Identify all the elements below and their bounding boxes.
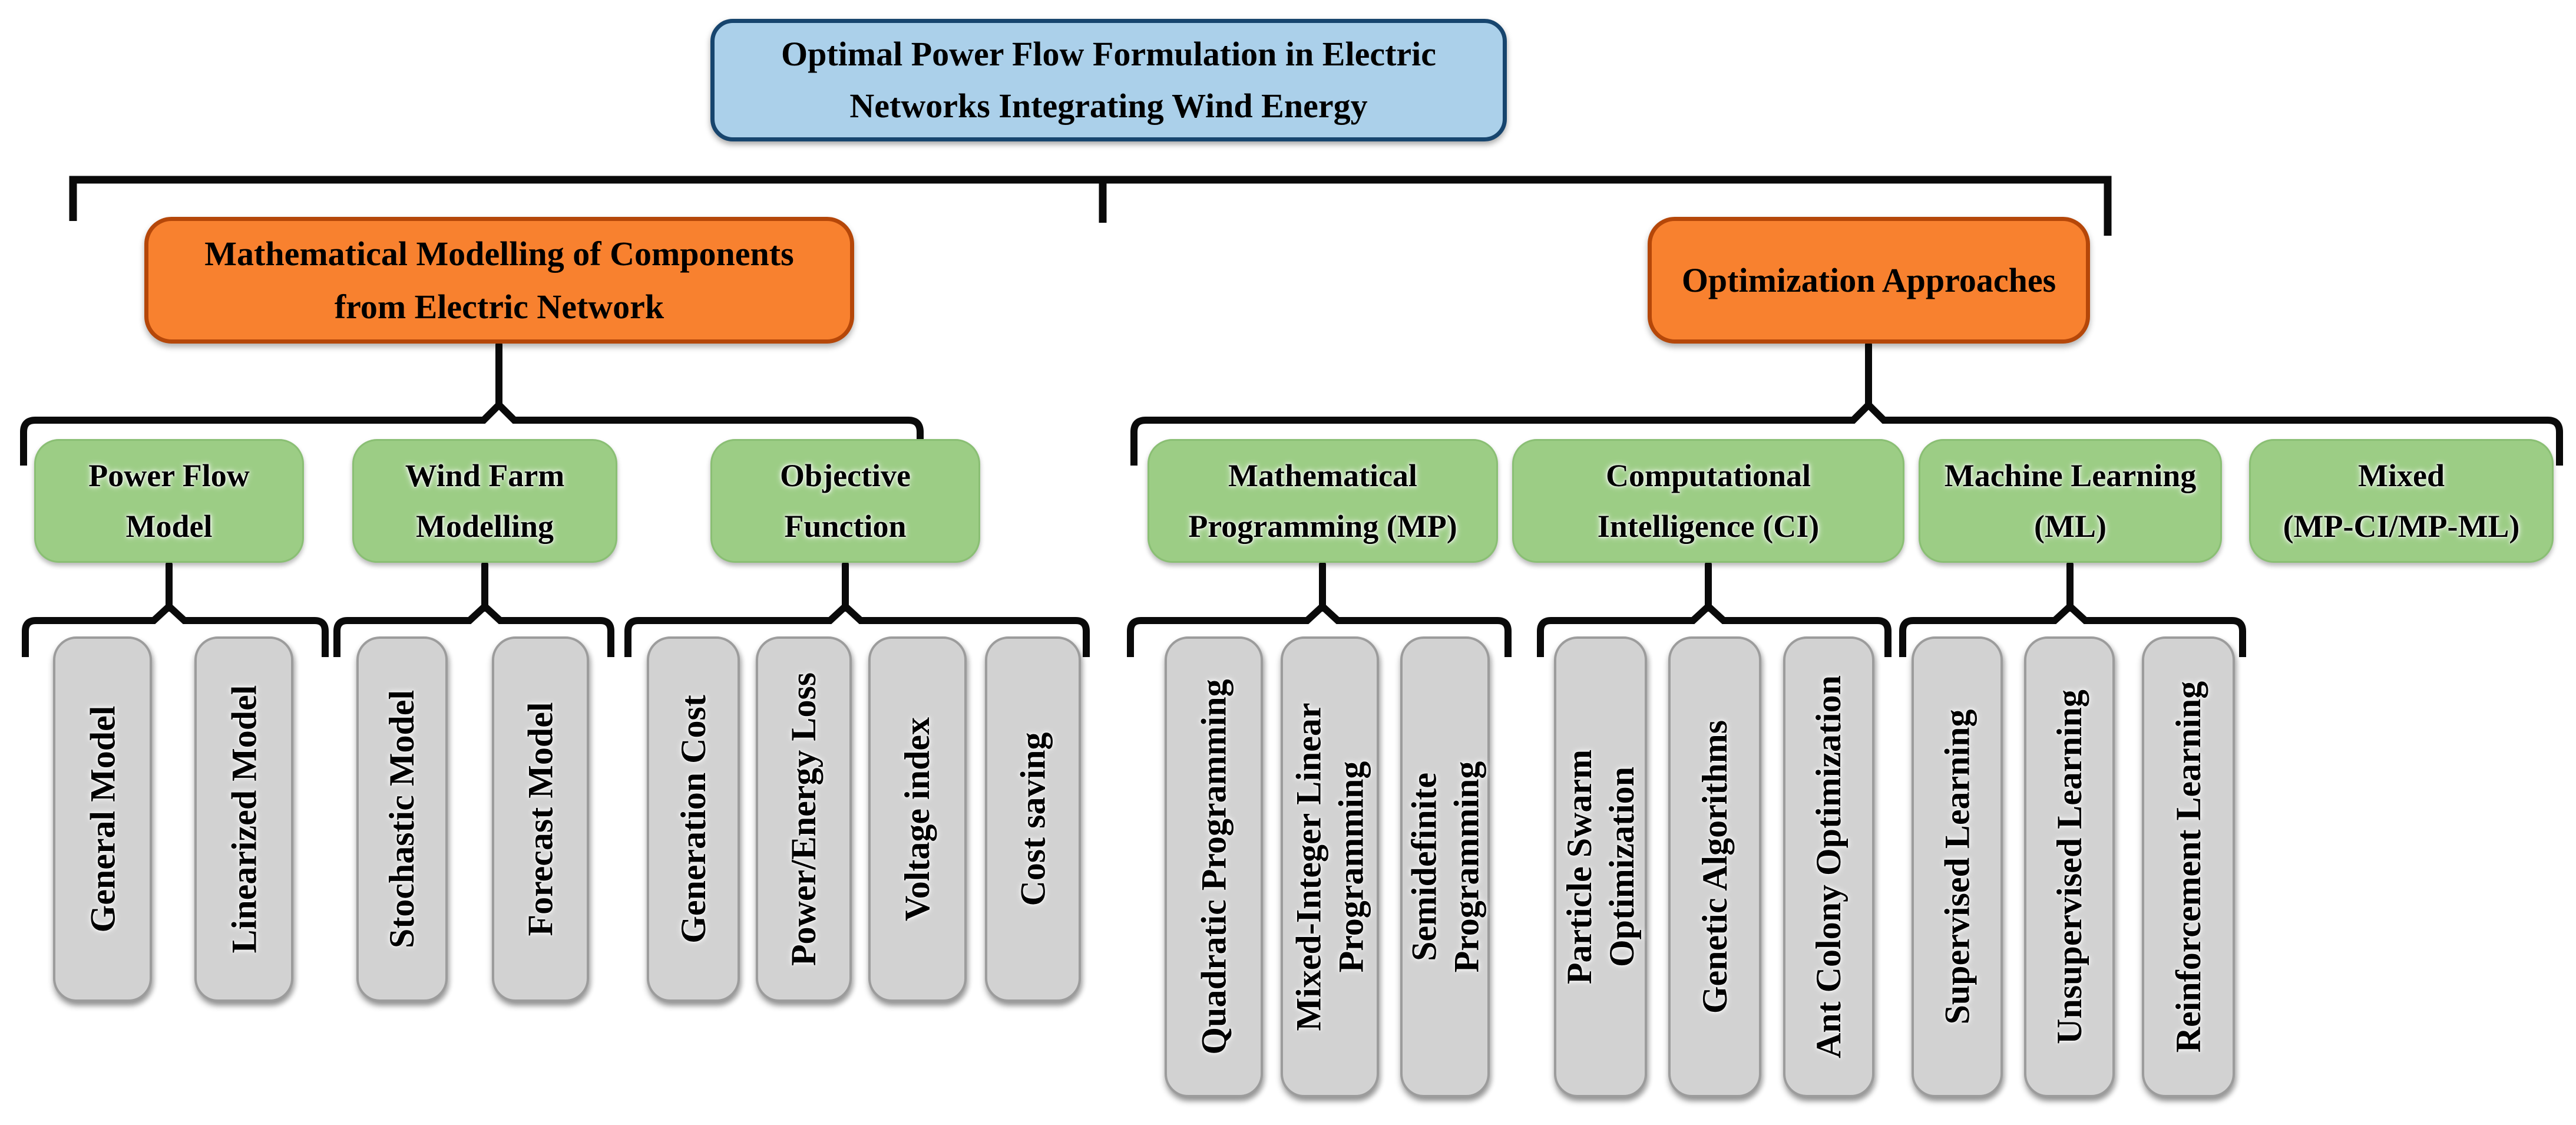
root-node: Optimal Power Flow Formulation in Electr… — [710, 19, 1507, 141]
leaf-label: Power/Energy Loss — [784, 672, 824, 966]
leaf-label: Linearized Model — [224, 685, 264, 954]
group-label-line: Model — [125, 509, 213, 544]
leaf-label: Ant Colony Optimization — [1809, 675, 1848, 1059]
group-label-line: Power Flow — [88, 458, 250, 493]
leaf-forecast-model: Forecast Model — [492, 636, 589, 1002]
leaf-label: Programming — [1331, 761, 1371, 973]
leaf-particle-swarm-optimization: Particle Swarm Optimization — [1554, 636, 1647, 1097]
leaf-label: Semidefinite — [1404, 773, 1444, 961]
group-mathematical-programming-node: Mathematical Programming (MP) — [1148, 439, 1498, 563]
brace-ci-children — [1537, 601, 1892, 657]
group-label-line: Programming (MP) — [1188, 509, 1457, 544]
leaf-label: Programming — [1447, 761, 1486, 973]
leaf-genetic-algorithms: Genetic Algorithms — [1668, 636, 1761, 1097]
leaf-general-model: General Model — [53, 636, 152, 1002]
branch-modelling-line2: from Electric Network — [334, 287, 664, 326]
leaf-stochastic-model: Stochastic Model — [356, 636, 448, 1002]
leaf-label: Genetic Algorithms — [1695, 720, 1735, 1014]
leaf-label: Quadratic Programming — [1194, 679, 1234, 1055]
branch-optimization-node: Optimization Approaches — [1648, 217, 2090, 344]
group-wind-farm-modelling-node: Wind Farm Modelling — [352, 439, 617, 563]
leaf-voltage-index: Voltage index — [868, 636, 967, 1002]
group-label-line: Computational — [1605, 458, 1811, 493]
leaf-label: Forecast Model — [521, 702, 560, 936]
leaf-mixed-integer-linear-programming: Mixed-Integer Linear Programming — [1281, 636, 1379, 1097]
brace-objective-children — [624, 601, 1090, 657]
top-bracket — [69, 176, 2112, 236]
group-label-line: Objective — [780, 458, 911, 493]
brace-ml-children — [1899, 601, 2246, 657]
leaf-reinforcement-learning: Reinforcement Learning — [2142, 636, 2235, 1097]
group-objective-function-node: Objective Function — [710, 439, 980, 563]
leaf-label: Unsupervised Learning — [2050, 689, 2089, 1044]
leaf-label: Mixed-Integer Linear — [1289, 702, 1328, 1031]
brace-power-flow-children — [22, 601, 329, 657]
branch-modelling-line1: Mathematical Modelling of Components — [204, 234, 794, 273]
leaf-ant-colony-optimization: Ant Colony Optimization — [1783, 636, 1874, 1097]
leaf-linearized-model: Linearized Model — [194, 636, 293, 1002]
leaf-label: General Model — [83, 705, 122, 933]
brace-optimization-groups — [1130, 400, 2563, 466]
leaf-label: Reinforcement Learning — [2169, 681, 2208, 1053]
group-label-line: Mathematical — [1228, 458, 1417, 493]
root-title-line1: Optimal Power Flow Formulation in Electr… — [781, 35, 1437, 73]
group-power-flow-model-node: Power Flow Model — [34, 439, 304, 563]
leaf-cost-saving: Cost saving — [985, 636, 1081, 1002]
brace-wind-farm-children — [333, 601, 614, 657]
group-machine-learning-node: Machine Learning (ML) — [1919, 439, 2222, 563]
brace-modelling-groups — [20, 400, 924, 466]
group-label-line: Function — [784, 509, 907, 544]
group-label-line: Wind Farm — [405, 458, 565, 493]
leaf-semidefinite-programming: Semidefinite Programming — [1400, 636, 1490, 1097]
group-mixed-node: Mixed (MP-CI/MP-ML) — [2249, 439, 2554, 563]
root-title-line2: Networks Integrating Wind Energy — [849, 87, 1368, 125]
group-label-line: (ML) — [2034, 509, 2107, 544]
group-label-line: Intelligence (CI) — [1597, 509, 1820, 544]
leaf-label: Cost saving — [1013, 732, 1053, 906]
group-label-line: Mixed — [2358, 458, 2445, 493]
leaf-unsupervised-learning: Unsupervised Learning — [2024, 636, 2115, 1097]
brace-mp-children — [1127, 601, 1512, 657]
group-label-line: (MP-CI/MP-ML) — [2283, 509, 2520, 544]
leaf-label: Stochastic Model — [382, 689, 422, 949]
leaf-label: Generation Cost — [674, 695, 713, 943]
leaf-label: Optimization — [1602, 767, 1641, 967]
group-computational-intelligence-node: Computational Intelligence (CI) — [1512, 439, 1904, 563]
leaf-supervised-learning: Supervised Learning — [1912, 636, 2003, 1097]
leaf-power-energy-loss: Power/Energy Loss — [756, 636, 852, 1002]
group-label-line: Machine Learning — [1944, 458, 2197, 493]
branch-modelling-node: Mathematical Modelling of Components fro… — [144, 217, 854, 344]
leaf-label: Supervised Learning — [1937, 709, 1977, 1025]
leaf-label: Particle Swarm — [1560, 749, 1599, 985]
leaf-generation-cost: Generation Cost — [647, 636, 740, 1002]
leaf-quadratic-programming: Quadratic Programming — [1165, 636, 1263, 1097]
leaf-label: Voltage index — [898, 717, 937, 922]
group-label-line: Modelling — [415, 509, 554, 544]
branch-optimization-line1: Optimization Approaches — [1681, 260, 2056, 299]
